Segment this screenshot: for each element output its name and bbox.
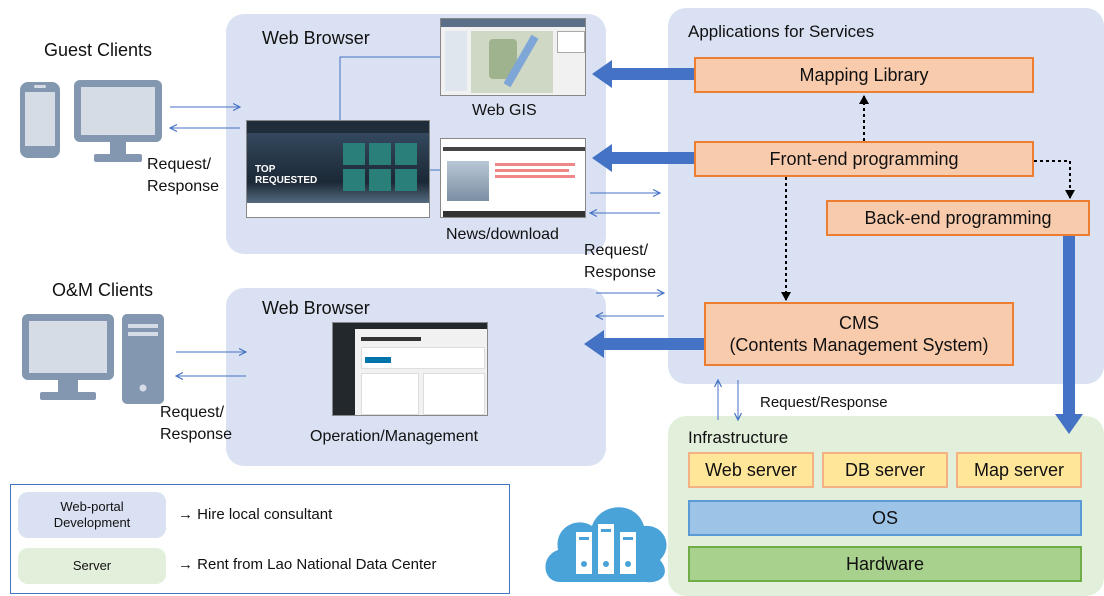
thin-arrows bbox=[170, 56, 738, 420]
hardware-box: Hardware bbox=[688, 546, 1082, 582]
middle-request-line-2: Response bbox=[584, 264, 657, 281]
cloud-server-icon bbox=[545, 507, 667, 583]
mapping-library-box: Mapping Library bbox=[694, 57, 1034, 93]
workstation-icon bbox=[22, 314, 164, 404]
applications-title: Applications for Services bbox=[688, 22, 875, 41]
map-server-box: Map server bbox=[956, 452, 1082, 488]
arrow-backend-to-infra-head bbox=[1055, 414, 1083, 434]
legend-text-consultant: → Hire local consultant bbox=[178, 506, 333, 523]
arrow-mapping-to-gis bbox=[612, 68, 694, 80]
dotted-frontend-to-backend bbox=[1034, 160, 1075, 199]
legend-text-data-center: → Rent from Lao National Data Center bbox=[178, 556, 437, 573]
guest-request-line-1: Request/ bbox=[147, 156, 212, 173]
legend-box bbox=[10, 484, 510, 594]
legend-pill-server-label: Server bbox=[72, 557, 112, 573]
admin-dashboard-screenshot[interactable] bbox=[332, 322, 488, 416]
arrow-cms-to-admin-head bbox=[584, 330, 604, 358]
guest-clients-title: Guest Clients bbox=[44, 40, 153, 60]
legend-pill-web-portal-line-1: Web-portal bbox=[60, 498, 124, 514]
infrastructure-title: Infrastructure bbox=[688, 428, 789, 447]
desktop-monitor-icon bbox=[74, 80, 162, 162]
om-request-line-2: Response bbox=[160, 426, 233, 443]
news-download-label: News/download bbox=[446, 226, 559, 243]
guest-request-line-2: Response bbox=[147, 178, 220, 195]
om-clients-title: O&M Clients bbox=[52, 280, 154, 300]
operation-management-label: Operation/Management bbox=[310, 428, 479, 445]
db-server-box: DB server bbox=[822, 452, 948, 488]
arrow-mapping-to-gis-head bbox=[592, 60, 612, 88]
news-download-screenshot[interactable] bbox=[440, 138, 586, 218]
web-gis-screenshot[interactable] bbox=[440, 18, 586, 96]
arrow-backend-to-infra bbox=[1063, 236, 1075, 416]
os-box: OS bbox=[688, 500, 1082, 536]
gis-to-portal-connector bbox=[339, 56, 440, 120]
back-end-programming-box: Back-end programming bbox=[826, 200, 1090, 236]
cms-line-2: (Contents Management System) bbox=[729, 335, 989, 355]
middle-request-line-1: Request/ bbox=[584, 242, 649, 259]
cms-line-1: CMS bbox=[839, 312, 879, 333]
om-request-line-1: Request/ bbox=[160, 404, 225, 421]
portal-banner-line-2: REQUESTED bbox=[255, 174, 318, 186]
tablet-icon bbox=[20, 82, 60, 158]
arrow-cms-to-admin bbox=[604, 338, 704, 350]
legend-pill-server: Server bbox=[18, 548, 166, 584]
web-server-box: Web server bbox=[688, 452, 814, 488]
dotted-arrows bbox=[781, 95, 1075, 301]
thick-arrows bbox=[584, 60, 1083, 434]
web-browser-bottom-title: Web Browser bbox=[262, 298, 370, 318]
front-end-programming-box: Front-end programming bbox=[694, 141, 1034, 177]
cms-box: CMS (Contents Management System) bbox=[704, 302, 1014, 366]
portal-home-screenshot[interactable]: TOP REQUESTED bbox=[246, 120, 430, 218]
portal-banner-line-1: TOP bbox=[255, 164, 276, 175]
arrow-frontend-to-news-head bbox=[592, 144, 612, 172]
legend-pill-web-portal-line-2: Development bbox=[53, 515, 131, 530]
arrow-frontend-to-news bbox=[612, 152, 694, 164]
infra-request-response: Request/Response bbox=[760, 394, 888, 411]
web-browser-top-title: Web Browser bbox=[262, 28, 370, 48]
web-gis-label: Web GIS bbox=[472, 102, 537, 119]
legend-pill-web-portal: Web-portal Development bbox=[18, 492, 166, 538]
